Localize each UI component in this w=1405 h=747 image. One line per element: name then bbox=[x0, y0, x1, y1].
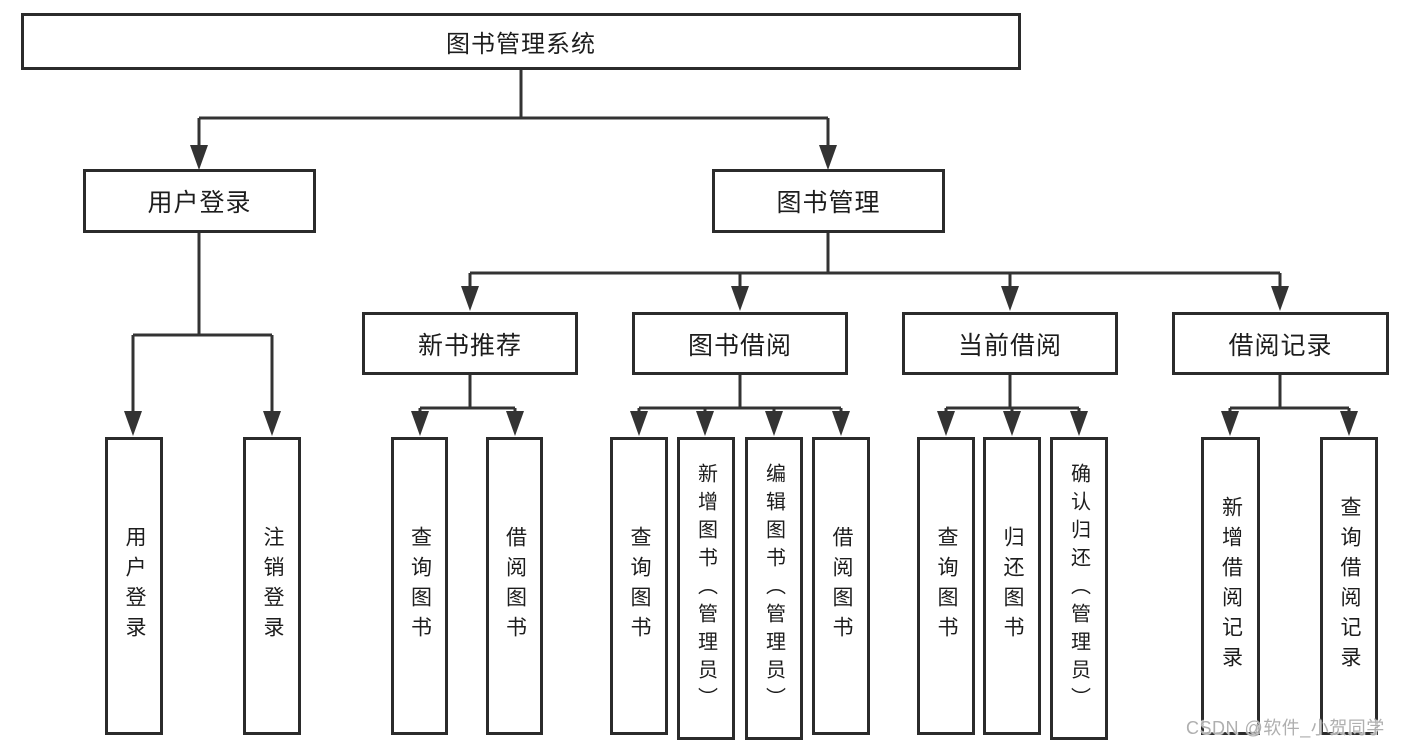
leaf-confirm-return-admin: 确认归还（管理员） bbox=[1050, 437, 1108, 740]
leaf-query-books-1: 查询图书 bbox=[391, 437, 448, 735]
leaf-label: 新增图书（管理员） bbox=[694, 462, 717, 715]
leaf-label: 归还图书 bbox=[1001, 526, 1024, 646]
leaf-logout: 注销登录 bbox=[243, 437, 301, 735]
leaf-edit-book-admin: 编辑图书（管理员） bbox=[745, 437, 803, 740]
leaf-label: 注销登录 bbox=[261, 526, 284, 646]
node-label: 图书管理系统 bbox=[446, 31, 596, 58]
leaf-label: 查询图书 bbox=[935, 526, 958, 646]
leaf-label: 查询借阅记录 bbox=[1338, 496, 1361, 676]
node-new-book-recommend: 新书推荐 bbox=[362, 312, 578, 375]
leaf-label: 确认归还（管理员） bbox=[1067, 462, 1090, 715]
node-borrow-records: 借阅记录 bbox=[1172, 312, 1389, 375]
leaf-label: 用户登录 bbox=[123, 526, 146, 646]
leaf-return-books: 归还图书 bbox=[983, 437, 1041, 735]
arrowheads bbox=[124, 145, 1358, 436]
leaf-borrow-books-2: 借阅图书 bbox=[812, 437, 870, 735]
node-book-management: 图书管理 bbox=[712, 169, 945, 233]
node-label: 图书借阅 bbox=[687, 331, 792, 360]
node-label: 新书推荐 bbox=[417, 331, 522, 360]
node-label: 用户登录 bbox=[147, 189, 252, 217]
leaf-label: 编辑图书（管理员） bbox=[762, 462, 785, 715]
leaf-label: 查询图书 bbox=[408, 526, 432, 646]
node-book-borrow: 图书借阅 bbox=[632, 312, 848, 375]
leaf-query-borrow-record: 查询借阅记录 bbox=[1320, 437, 1378, 735]
leaf-add-borrow-record: 新增借阅记录 bbox=[1201, 437, 1260, 735]
leaf-user-login: 用户登录 bbox=[105, 437, 163, 735]
node-label: 借阅记录 bbox=[1228, 331, 1333, 360]
leaf-query-books-2: 查询图书 bbox=[610, 437, 668, 735]
node-user-login: 用户登录 bbox=[83, 169, 316, 233]
leaf-label: 查询图书 bbox=[628, 526, 651, 646]
node-label: 当前借阅 bbox=[957, 331, 1062, 360]
node-library-system: 图书管理系统 bbox=[21, 13, 1021, 70]
leaf-add-book-admin: 新增图书（管理员） bbox=[677, 437, 735, 740]
watermark: CSDN @软件_小贺同学 bbox=[1186, 718, 1385, 738]
node-label: 图书管理 bbox=[776, 189, 881, 217]
leaf-borrow-books-1: 借阅图书 bbox=[486, 437, 543, 735]
leaf-query-books-3: 查询图书 bbox=[917, 437, 975, 735]
leaf-label: 借阅图书 bbox=[503, 526, 527, 646]
leaf-label: 借阅图书 bbox=[830, 526, 853, 646]
node-current-borrow: 当前借阅 bbox=[902, 312, 1118, 375]
leaf-label: 新增借阅记录 bbox=[1219, 496, 1243, 676]
